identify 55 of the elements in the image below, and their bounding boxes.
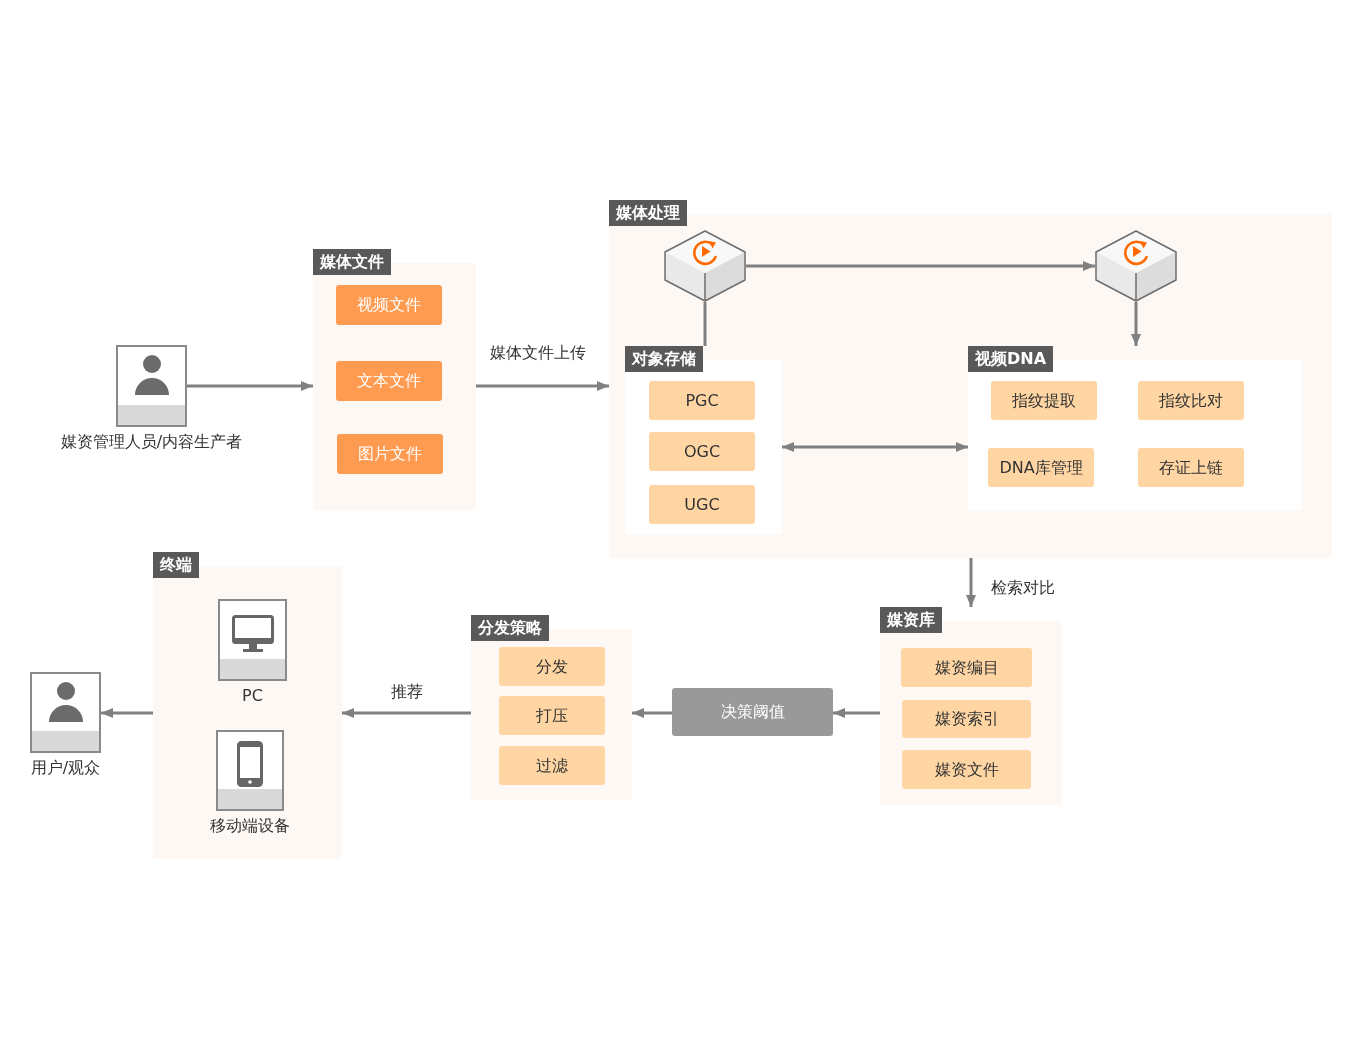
arrow: [187, 381, 313, 391]
group-panel: [471, 615, 632, 800]
node-label: 媒资管理人员/内容生产者: [60, 432, 243, 452]
person-card: [116, 345, 187, 427]
node-label: 移动端设备: [210, 816, 290, 836]
arrow: [966, 558, 976, 607]
group-panel: [625, 346, 782, 534]
arrow: [782, 442, 968, 452]
person-card: [30, 672, 101, 753]
edge-label: 检索对比: [989, 578, 1057, 598]
arrow: [342, 708, 471, 718]
process-box: 视频文件: [336, 285, 442, 325]
process-box: 媒资编目: [901, 648, 1032, 687]
process-box: 文本文件: [336, 361, 442, 401]
arrow: [833, 708, 880, 718]
process-box: 图片文件: [337, 434, 443, 474]
arrow: [476, 381, 609, 391]
group-panel: [153, 552, 342, 859]
cube-icon: [664, 230, 746, 302]
process-box: 指纹比对: [1138, 381, 1244, 420]
group-title: 视频DNA: [968, 346, 1054, 372]
group-panel: [968, 346, 1302, 510]
arrow: [746, 261, 1095, 271]
arrow: [101, 708, 153, 718]
group-title: 终端: [153, 552, 199, 578]
cube-icon: [1095, 230, 1177, 302]
node-label: PC: [242, 686, 263, 706]
process-box: PGC: [649, 381, 755, 420]
group-title: 媒资库: [880, 607, 942, 633]
process-box: 指纹提取: [991, 381, 1097, 420]
process-box: 过滤: [499, 746, 605, 785]
arrow: [1131, 302, 1141, 346]
device-card: [218, 599, 287, 681]
process-box: 存证上链: [1138, 448, 1244, 487]
group-title: 媒体文件: [313, 249, 391, 275]
edge-label: 媒体文件上传: [488, 343, 588, 363]
group-title: 媒体处理: [609, 200, 687, 226]
group-panel: [609, 200, 1332, 558]
process-box: UGC: [649, 485, 755, 524]
process-box: 媒资文件: [902, 750, 1031, 789]
edge-label: 推荐: [389, 682, 425, 702]
process-box: 打压: [499, 696, 605, 735]
node-label: 用户/观众: [30, 758, 101, 778]
arrow: [632, 708, 672, 718]
process-box: OGC: [649, 432, 755, 471]
group-title: 分发策略: [471, 615, 549, 641]
process-box: DNA库管理: [988, 448, 1094, 487]
group-panel: [880, 607, 1062, 805]
group-title: 对象存储: [625, 346, 703, 372]
process-box: 决策阈值: [672, 688, 833, 736]
process-box: 媒资索引: [902, 700, 1031, 738]
process-box: 分发: [499, 647, 605, 686]
connector-line: [703, 302, 707, 346]
device-card: [216, 730, 284, 811]
group-panel: [313, 249, 476, 510]
